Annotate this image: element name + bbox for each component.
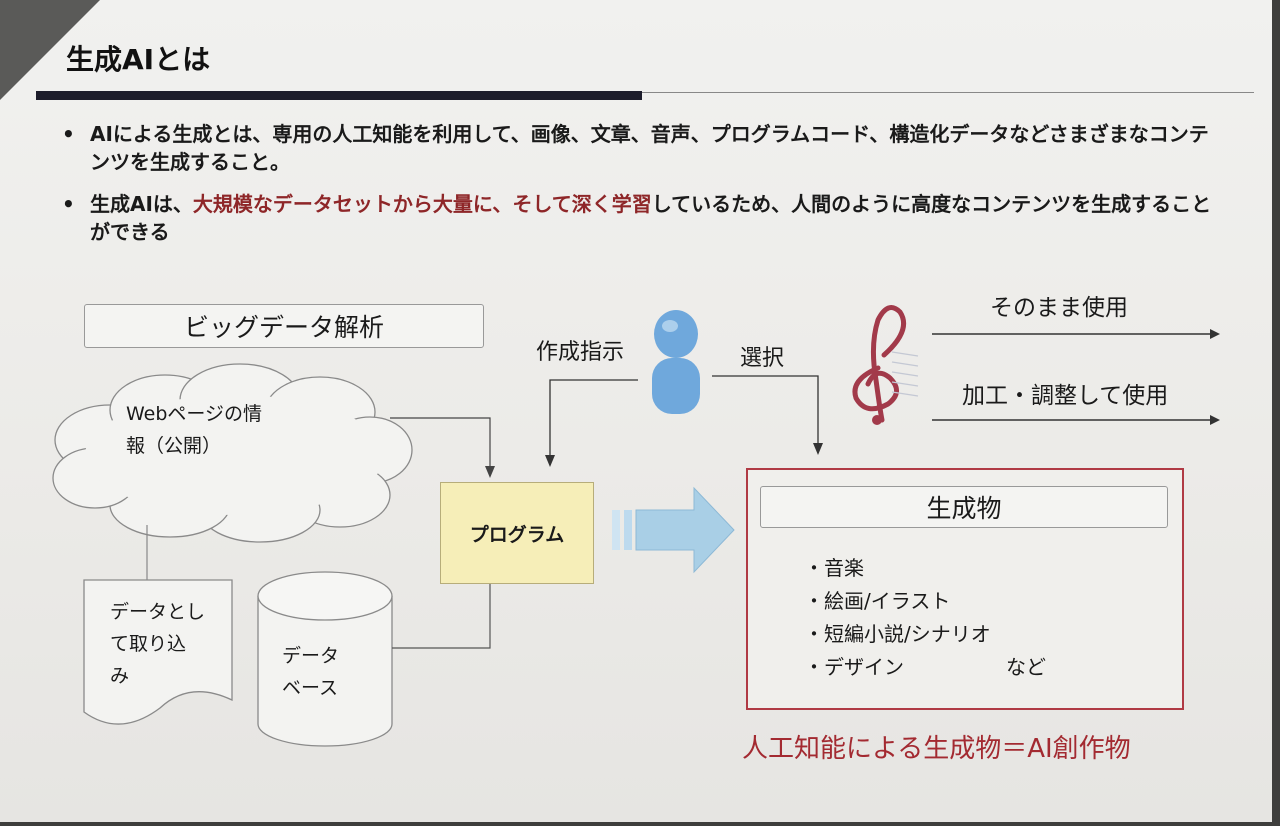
conclusion-text: 人工知能による生成物＝AI創作物 (742, 734, 1131, 764)
selection-arrow (712, 375, 819, 448)
document-shape (83, 579, 233, 725)
cloud-text-line1: Webページの情 (126, 403, 263, 425)
bullet-text: AIによる生成とは、専用の人工知能を利用して、画像、文章、音声、プログラムコード… (90, 122, 1209, 174)
output-item: ・デザイン など (804, 651, 1046, 684)
cloud-fill (85, 395, 385, 515)
bullet-text-post: しているため、人間のように高度なコンテンツを生成することができる (90, 192, 1212, 244)
slide-title: 生成AIとは (66, 43, 211, 76)
bigdata-label: ビッグデータ解析 (84, 304, 484, 348)
database-cylinder (257, 571, 393, 747)
use-modified-label: 加工・調整して使用 (962, 383, 1169, 409)
bullet-text-pre: 生成AIは、 (90, 192, 193, 216)
program-box: プログラム (440, 482, 594, 584)
instruction-arrow (549, 379, 638, 460)
bullet-dot: • (62, 122, 75, 146)
big-arrow-icon (612, 486, 735, 574)
document-text-line1: データとし (110, 601, 206, 623)
bullet-text: 生成AIは、大規模なデータセットから大量に、そして深く学習しているため、人間のよ… (66, 190, 1226, 246)
database-text: データ ベース (282, 640, 339, 704)
output-item-text: ・デザイン (804, 655, 904, 679)
output-etc: など (1006, 655, 1046, 679)
document-text-line2: て取り込 (110, 633, 187, 655)
bullet-definition: • AIによる生成とは、専用の人工知能を利用して、画像、文章、音声、プログラムコ… (62, 120, 1226, 176)
person-icon (652, 310, 700, 414)
bullet-dot: • (62, 192, 75, 216)
document-text-line3: み (110, 665, 130, 687)
title-underline-thin (642, 92, 1254, 93)
connector-db-program (392, 582, 491, 649)
output-label: 生成物 (760, 486, 1168, 528)
page-corner-fold (0, 0, 100, 100)
bullet-capability: • 生成AIは、大規模なデータセットから大量に、そして深く学習しているため、人間… (62, 190, 1226, 246)
output-item: ・絵画/イラスト (804, 589, 951, 613)
connector-cloud-program (390, 417, 491, 472)
database-text-line1: データ (282, 645, 340, 667)
use-as-is-label: そのまま使用 (990, 295, 1128, 321)
output-item: ・短編小説/シナリオ (804, 622, 991, 646)
cloud-text-line2: 報（公開） (126, 435, 222, 457)
output-list: ・音楽 ・絵画/イラスト ・短編小説/シナリオ ・デザイン など (804, 552, 1046, 684)
cloud-text: Webページの情 報（公開） (126, 398, 262, 462)
database-text-line2: ベース (282, 677, 339, 699)
title-underline-thick (36, 91, 642, 100)
bullet-highlight: 大規模なデータセットから大量に、そして深く学習 (192, 192, 652, 216)
treble-clef-icon (852, 305, 919, 425)
document-text: データとし て取り込 み (110, 596, 205, 692)
select-label: 選択 (740, 346, 785, 371)
output-item: ・音楽 (804, 556, 864, 580)
instruct-label: 作成指示 (536, 340, 625, 365)
